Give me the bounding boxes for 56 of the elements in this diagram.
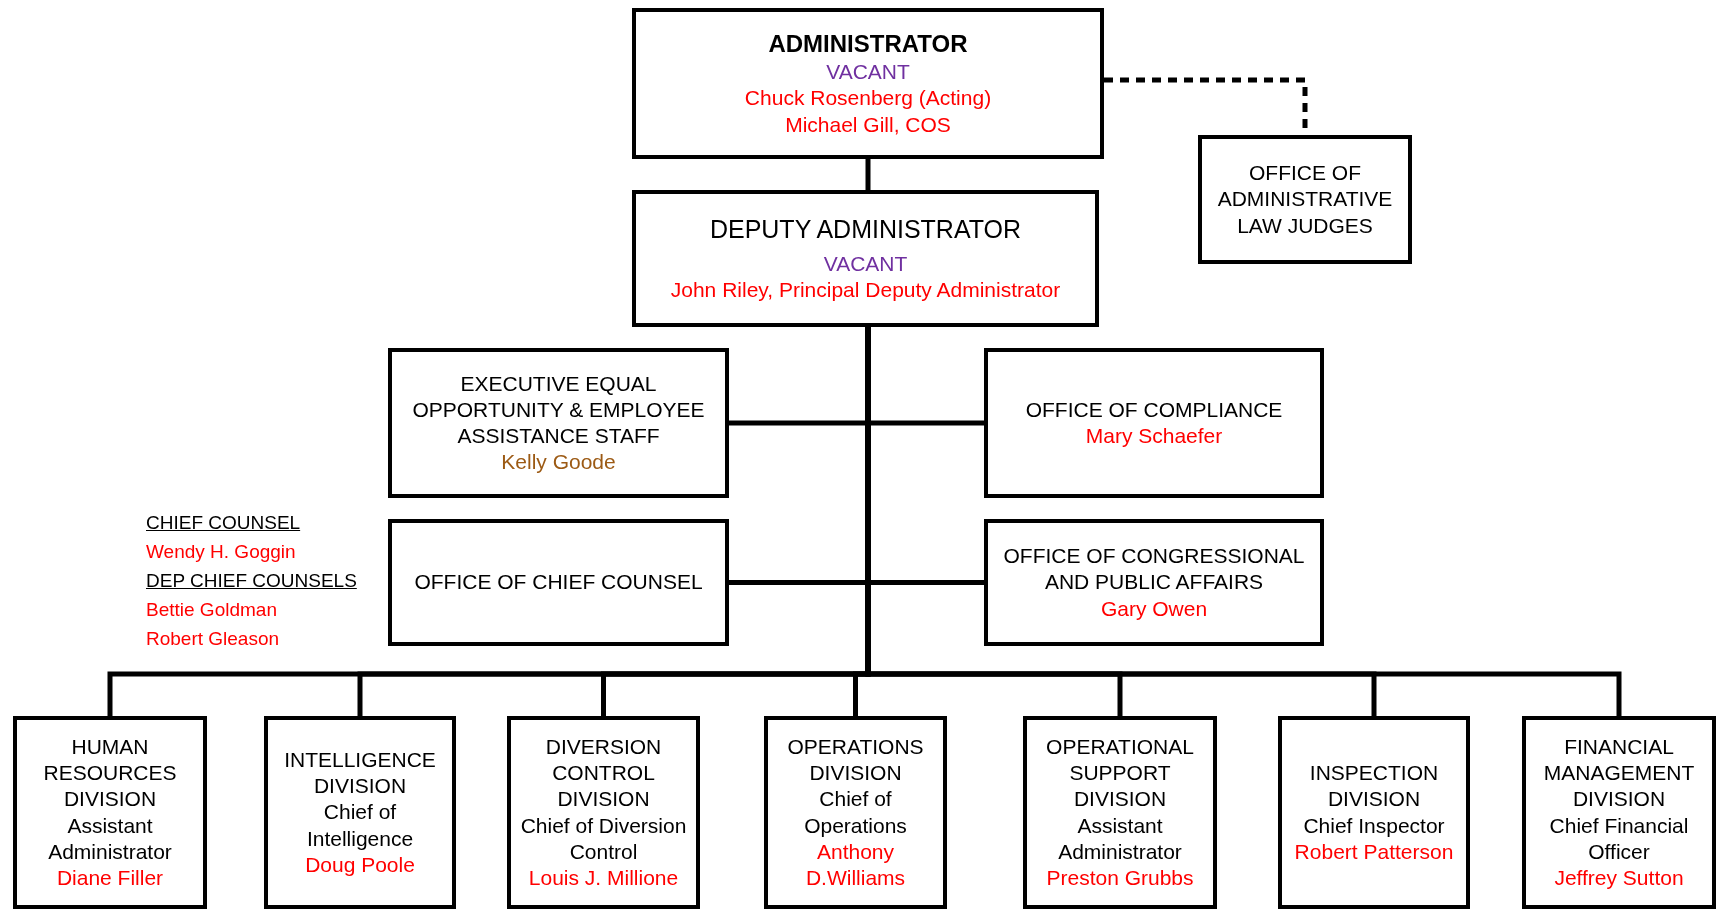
- unit-title: FINANCIAL MANAGEMENT DIVISION: [1542, 733, 1696, 813]
- org-box: [764, 716, 947, 909]
- person-name: Gary Owen: [1100, 595, 1208, 622]
- org-box: [1278, 716, 1470, 909]
- person-name: Anthony D.Williams: [804, 838, 907, 891]
- unit-title: OPERATIONAL SUPPORT DIVISION: [1045, 733, 1195, 813]
- unit-title: DIVERSION CONTROL DIVISION: [544, 733, 663, 813]
- org-box: [507, 716, 700, 909]
- unit-title: OFFICE OF CONGRESSIONAL AND PUBLIC AFFAIRS: [1002, 543, 1306, 596]
- person-name: Kelly Goode: [501, 449, 616, 476]
- org-box: [388, 519, 729, 646]
- position-title: Assistant Administrator: [47, 812, 173, 865]
- org-box: [1023, 716, 1217, 909]
- org-box: [632, 8, 1104, 159]
- section-heading: DEP CHIEF COUNSELS: [146, 570, 357, 593]
- person-name: Robert Patterson: [1294, 838, 1454, 865]
- person-name: Michael Gill, COS: [785, 111, 951, 138]
- position-title: Chief Inspector: [1303, 812, 1445, 839]
- unit-title: EXECUTIVE EQUAL OPPORTUNITY & EMPLOYEE ASSISTANCE STAFF: [411, 370, 706, 449]
- org-box: [1522, 716, 1716, 909]
- org-box: [1198, 135, 1412, 264]
- connector-line: [865, 159, 871, 190]
- unit-title: OFFICE OF COMPLIANCE: [1025, 396, 1283, 423]
- person-name: John Riley, Principal Deputy Administrator: [670, 277, 1061, 304]
- unit-title: DEPUTY ADMINISTRATOR: [709, 213, 1022, 245]
- person-name: Louis J. Millione: [528, 865, 679, 891]
- unit-title: ADMINISTRATOR: [768, 29, 968, 60]
- unit-title: OFFICE OF ADMINISTRATIVE LAW JUDGES: [1216, 160, 1394, 239]
- vacancy-status: VACANT: [826, 59, 910, 86]
- person-name: Robert Gleason: [146, 628, 280, 651]
- person-name: Jeffrey Sutton: [1554, 865, 1684, 891]
- position-title: Chief Financial Officer: [1548, 812, 1690, 865]
- org-box: [13, 716, 207, 909]
- position-title: Assistant Administrator: [1057, 812, 1183, 865]
- unit-title: OFFICE OF CHIEF COUNSEL: [414, 569, 703, 596]
- person-name: Bettie Goldman: [146, 599, 277, 622]
- vacancy-status: VACANT: [823, 250, 908, 277]
- position-title: Chief of Diversion Control: [519, 812, 688, 865]
- unit-title: INTELLIGENCE DIVISION: [283, 746, 437, 800]
- person-name: Preston Grubbs: [1046, 865, 1194, 891]
- org-box: [388, 348, 729, 498]
- person-name: Chuck Rosenberg (Acting): [744, 85, 992, 112]
- org-box: [984, 519, 1324, 646]
- person-name: Wendy H. Goggin: [146, 541, 296, 564]
- org-box: [632, 190, 1099, 327]
- unit-title: OPERATIONS DIVISION: [786, 733, 925, 786]
- person-name: Doug Poole: [305, 851, 415, 878]
- org-box: [984, 348, 1324, 498]
- position-title: Chief of Operations: [803, 786, 908, 839]
- unit-title: INSPECTION DIVISION: [1308, 760, 1440, 813]
- org-box: [264, 716, 456, 909]
- unit-title: HUMAN RESOURCES DIVISION: [42, 733, 178, 813]
- section-heading: CHIEF COUNSEL: [146, 512, 301, 535]
- position-title: Chief of Intelligence: [305, 799, 415, 852]
- person-name: Mary Schaefer: [1085, 423, 1223, 449]
- person-name: Diane Filler: [56, 865, 164, 891]
